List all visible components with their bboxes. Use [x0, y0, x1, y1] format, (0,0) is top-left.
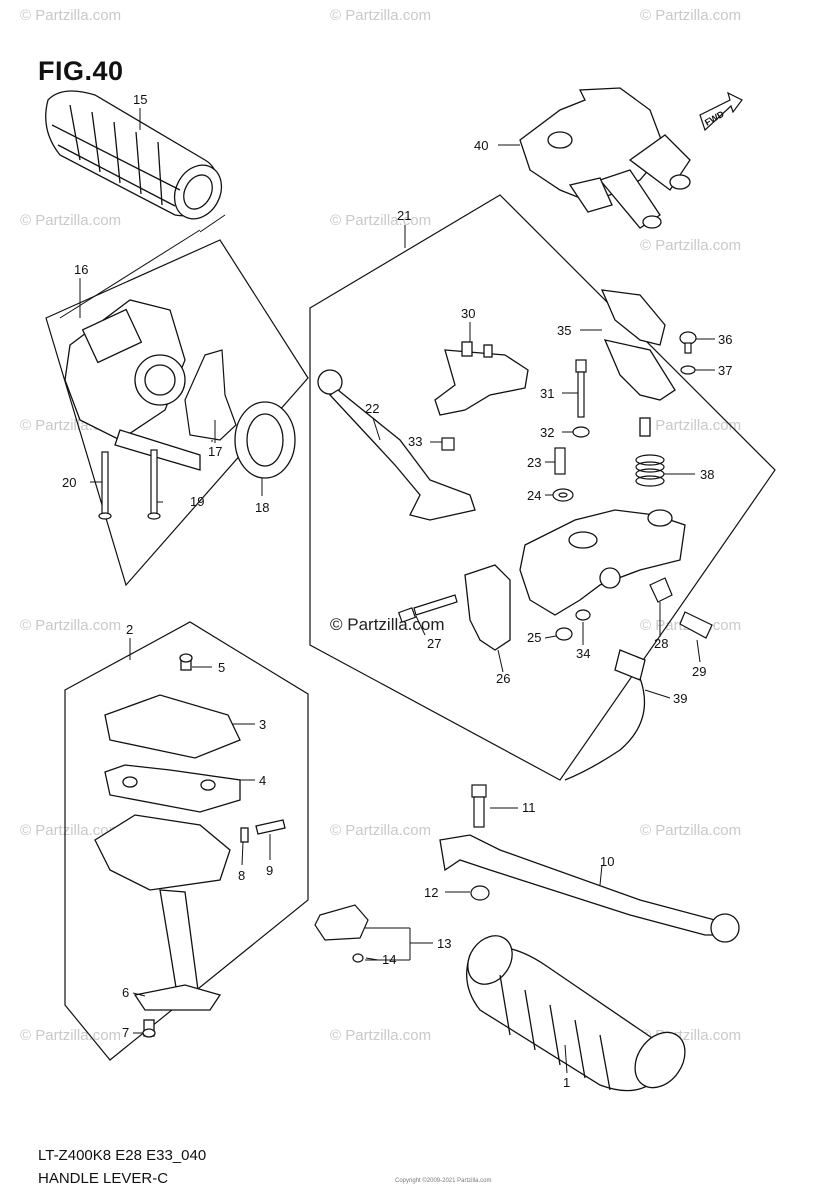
svg-text:© Partzilla.com: © Partzilla.com: [20, 1027, 121, 1044]
callout-33: 33: [408, 434, 422, 449]
callout-1: 1: [563, 1075, 570, 1090]
callout-16: 16: [74, 262, 88, 277]
svg-text:© Partzilla.com: © Partzilla.com: [330, 1027, 431, 1044]
callout-18: 18: [255, 500, 269, 515]
callout-4: 4: [259, 773, 266, 788]
lever-22-part: [317, 369, 476, 521]
callout-21: 21: [397, 208, 411, 223]
svg-text:© Partzilla.com: © Partzilla.com: [640, 822, 741, 839]
callout-27: 27: [427, 636, 441, 651]
callout-37: 37: [718, 363, 732, 378]
callout-31: 31: [540, 386, 554, 401]
svg-text:© Partzilla.com: © Partzilla.com: [20, 7, 121, 24]
screw-washer-36-37: [679, 331, 697, 375]
switch-13-14-part: [314, 904, 369, 963]
box-21: [309, 194, 776, 781]
switch-16-part: [64, 299, 201, 471]
callout-5: 5: [218, 660, 225, 675]
callout-17: 17: [208, 444, 222, 459]
model-code: LT-Z400K8 E28 E33_040: [38, 1147, 207, 1164]
nuts-25-34: [555, 609, 591, 641]
switch-cable-39-part: [564, 649, 646, 781]
pin-nut-11-12: [470, 784, 490, 901]
leader-lines: [79, 108, 715, 1074]
callout-19: 19: [190, 494, 204, 509]
svg-text:© Partzilla.com: © Partzilla.com: [20, 212, 121, 229]
screws-19-20: [98, 449, 161, 520]
copyright-note: Copyright ©2009-2021 Partzilla.com: [395, 1178, 492, 1184]
callout-40: 40: [474, 138, 488, 153]
callout-12: 12: [424, 885, 438, 900]
callout-10: 10: [600, 854, 614, 869]
callout-23: 23: [527, 455, 541, 470]
figure-title: FIG.40: [38, 56, 124, 86]
svg-text:© Partzilla.com: © Partzilla.com: [640, 7, 741, 24]
clamp-26-part: [464, 564, 511, 651]
master-cylinder-parts: [94, 653, 286, 1038]
svg-text:© Partzilla.com: © Partzilla.com: [640, 237, 741, 254]
callout-3: 3: [259, 717, 266, 732]
lever-10-part: [439, 834, 740, 943]
callout-8: 8: [238, 868, 245, 883]
callout-7: 7: [122, 1025, 129, 1040]
group-boxes: [45, 194, 776, 1061]
holder-40-part: [519, 87, 691, 229]
callout-22: 22: [365, 401, 379, 416]
bracket-30-part: [434, 341, 529, 416]
box-16: [45, 239, 309, 587]
callout-36: 36: [718, 332, 732, 347]
bracket-35-part: [600, 289, 676, 437]
callout-20: 20: [62, 475, 76, 490]
svg-text:© Partzilla.com: © Partzilla.com: [330, 822, 431, 839]
callout-30: 30: [461, 306, 475, 321]
callout-13: 13: [437, 936, 451, 951]
callout-25: 25: [527, 630, 541, 645]
svg-text:© Partzilla.com: © Partzilla.com: [330, 212, 431, 229]
callout-9: 9: [266, 863, 273, 878]
bolt-31-part: [575, 359, 587, 418]
callout-38: 38: [700, 467, 714, 482]
svg-text:© Partzilla.com: © Partzilla.com: [330, 7, 431, 24]
small-parts-23-24-32-33: [441, 426, 590, 502]
clip-17-part: [184, 349, 237, 441]
lever-holder-body: [519, 509, 686, 616]
callout-34: 34: [576, 646, 590, 661]
ring-18-part: [234, 401, 296, 479]
callout-11: 11: [522, 800, 536, 815]
callout-2: 2: [126, 622, 133, 637]
svg-text:© Partzilla.com: © Partzilla.com: [20, 617, 121, 634]
callout-6: 6: [122, 985, 129, 1000]
watermark-center: © Partzilla.com: [330, 615, 445, 634]
fwd-arrow-icon: FWD: [699, 91, 743, 132]
bolt-27-part: [397, 594, 458, 623]
parts-28-29: [649, 577, 713, 639]
grip-1-part: [466, 935, 686, 1092]
box-2: [64, 621, 309, 1061]
callout-15: 15: [133, 92, 147, 107]
diagram-name: HANDLE LEVER-C: [38, 1170, 169, 1187]
callout-24: 24: [527, 488, 541, 503]
callout-39: 39: [673, 691, 687, 706]
svg-text:© Partzilla.com: © Partzilla.com: [20, 822, 121, 839]
callout-35: 35: [557, 323, 571, 338]
spring-38-part: [635, 454, 665, 487]
callout-labels: 15 16 17 18 19 20 21 22 23 24 25 26 27 2…: [62, 92, 732, 1090]
callout-14: 14: [382, 952, 396, 967]
callout-28: 28: [654, 636, 668, 651]
callout-32: 32: [540, 425, 554, 440]
callout-26: 26: [496, 671, 510, 686]
grip-15-part: [45, 90, 223, 220]
svg-text:© Partzilla.com: © Partzilla.com: [640, 417, 741, 434]
callout-29: 29: [692, 664, 706, 679]
